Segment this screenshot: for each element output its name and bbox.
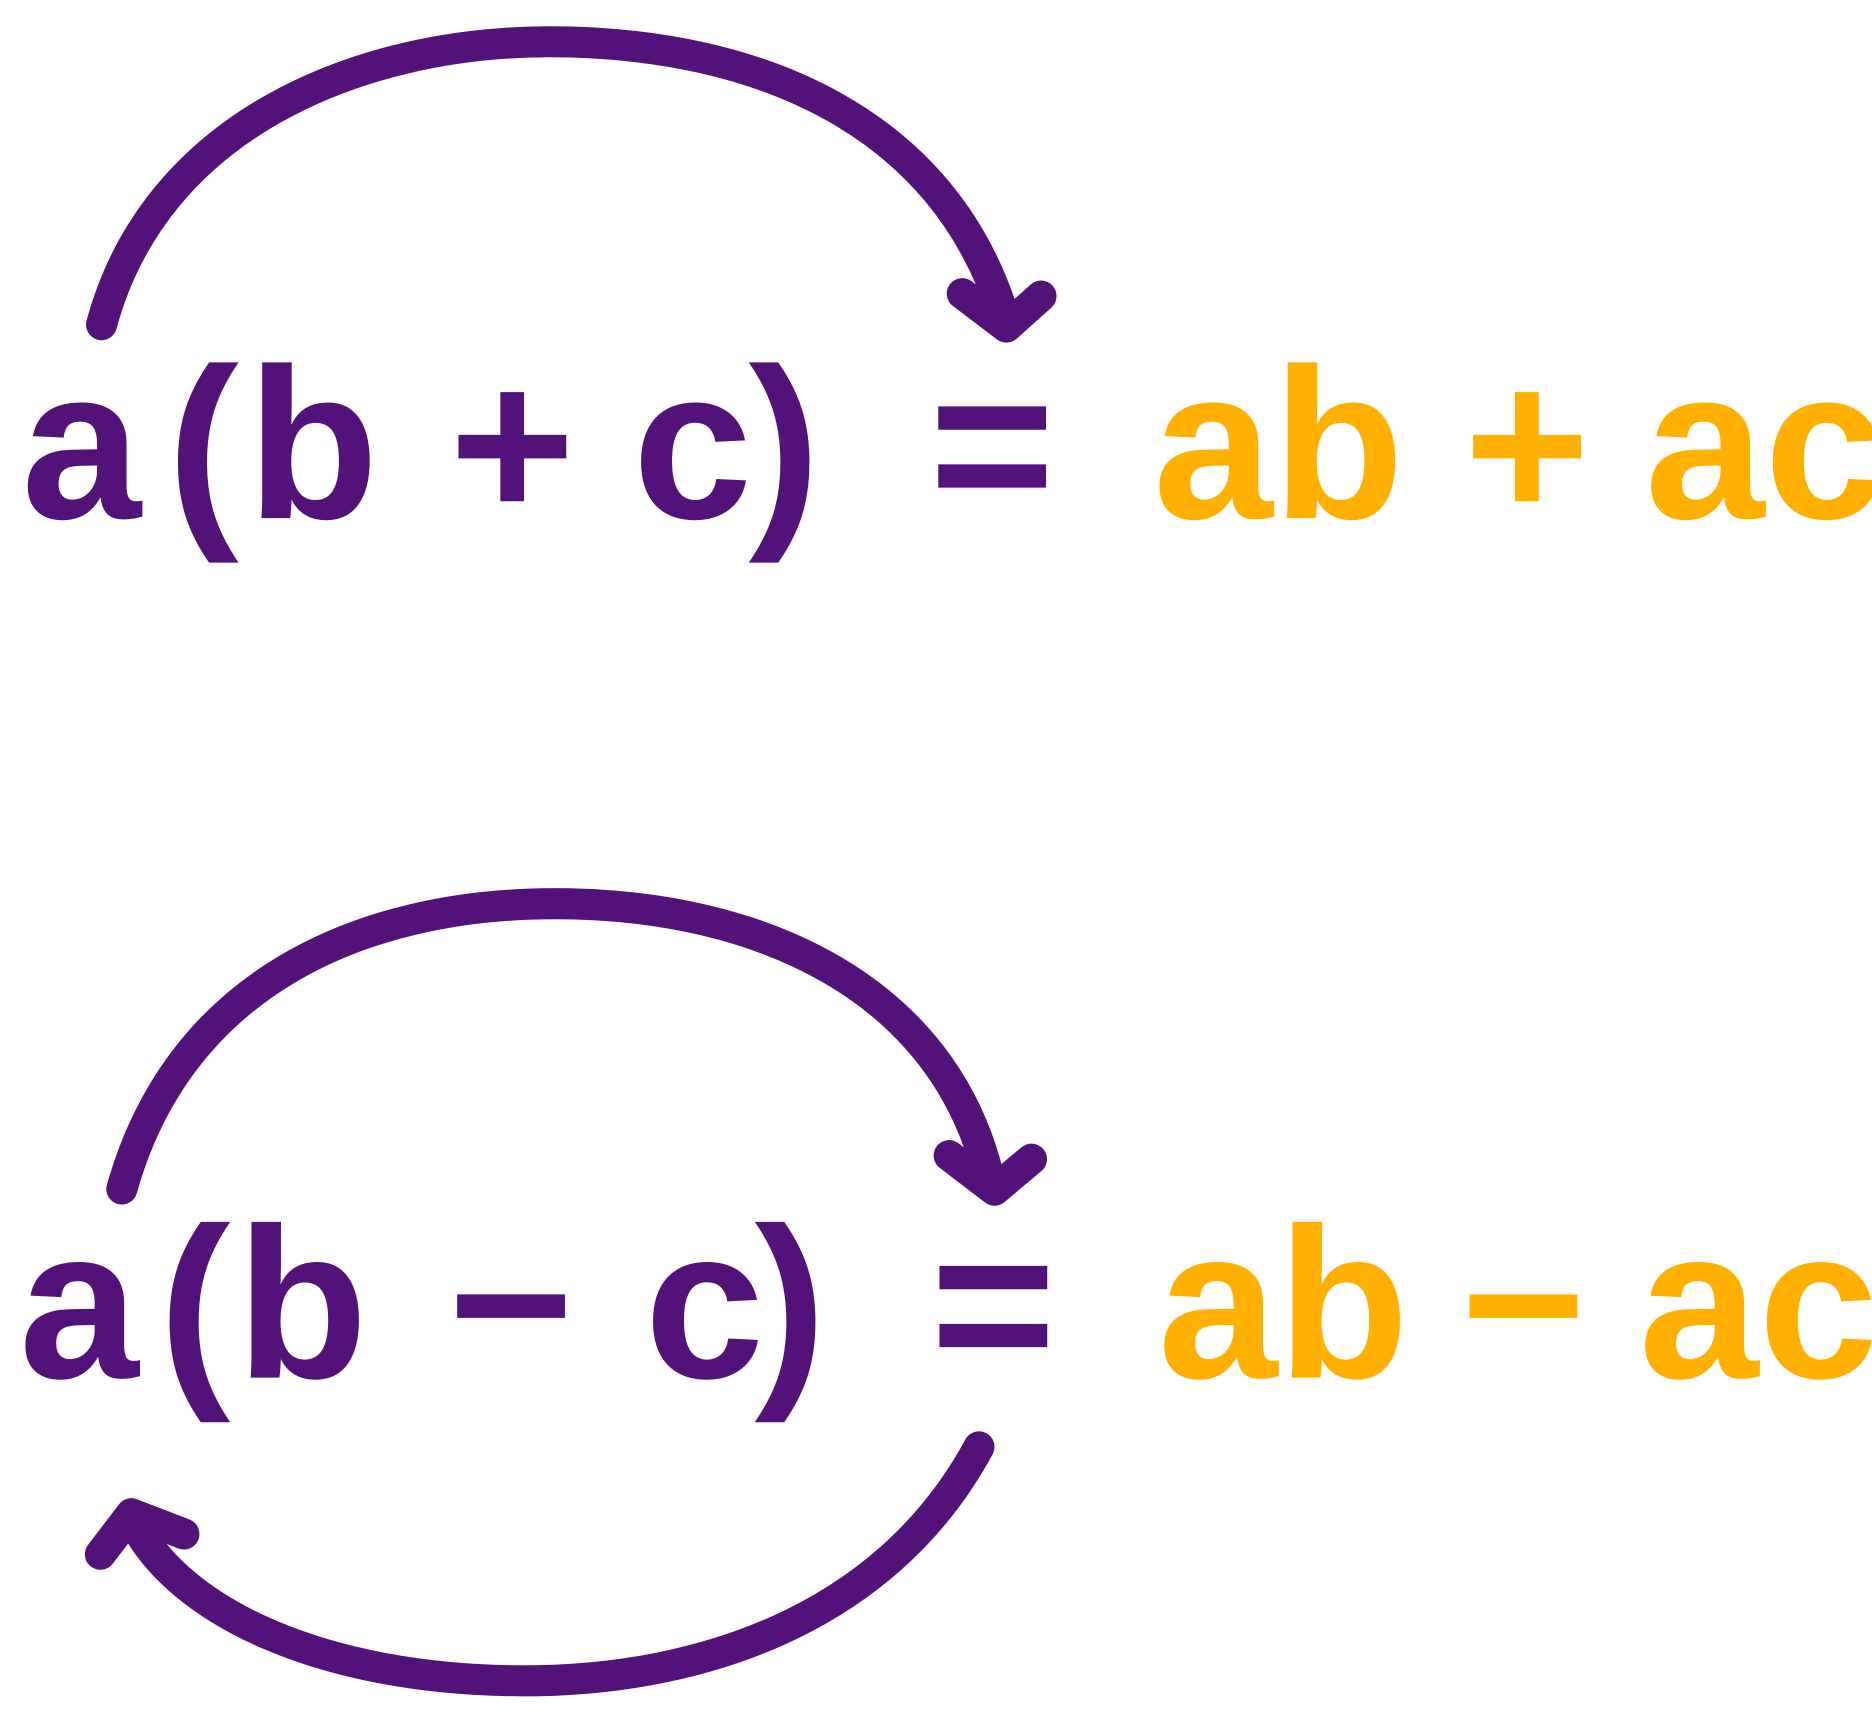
open-paren: (: [159, 1183, 231, 1424]
term-a: a: [22, 323, 143, 564]
arrow-curve: [106, 888, 1005, 1205]
term-ac: ac: [1639, 1183, 1872, 1424]
arrow-head-icon: [933, 1140, 1048, 1206]
term-c: c: [645, 1183, 765, 1424]
arrow-bottom: [84, 1431, 995, 1697]
open-paren: (: [167, 323, 239, 564]
equals-sign: =: [931, 1183, 1056, 1424]
minus-sign: −: [448, 1183, 573, 1424]
arrow-curve: [86, 26, 1019, 341]
plus-sign: +: [449, 323, 574, 564]
term-c: c: [633, 323, 753, 564]
arrow-curve: [118, 1431, 995, 1697]
equation-addition: a ( b + c ) = ab + ac: [22, 323, 1872, 564]
equation-subtraction: a ( b − c ) = ab − ac: [19, 1183, 1872, 1424]
arrow-head-icon: [946, 278, 1057, 343]
term-ab: ab: [1158, 1183, 1409, 1424]
term-ac: ac: [1645, 323, 1872, 564]
minus-sign: −: [1461, 1183, 1586, 1424]
arrow-middle: [106, 888, 1048, 1206]
term-b: b: [247, 323, 378, 564]
plus-sign: +: [1464, 323, 1589, 564]
term-a: a: [19, 1183, 140, 1424]
arrow-top: [86, 26, 1057, 343]
term-ab: ab: [1153, 323, 1404, 564]
close-paren: ): [755, 1183, 827, 1424]
close-paren: ): [749, 323, 821, 564]
equals-sign: =: [929, 323, 1054, 564]
term-b: b: [236, 1183, 367, 1424]
arrow-head-icon: [84, 1498, 200, 1570]
